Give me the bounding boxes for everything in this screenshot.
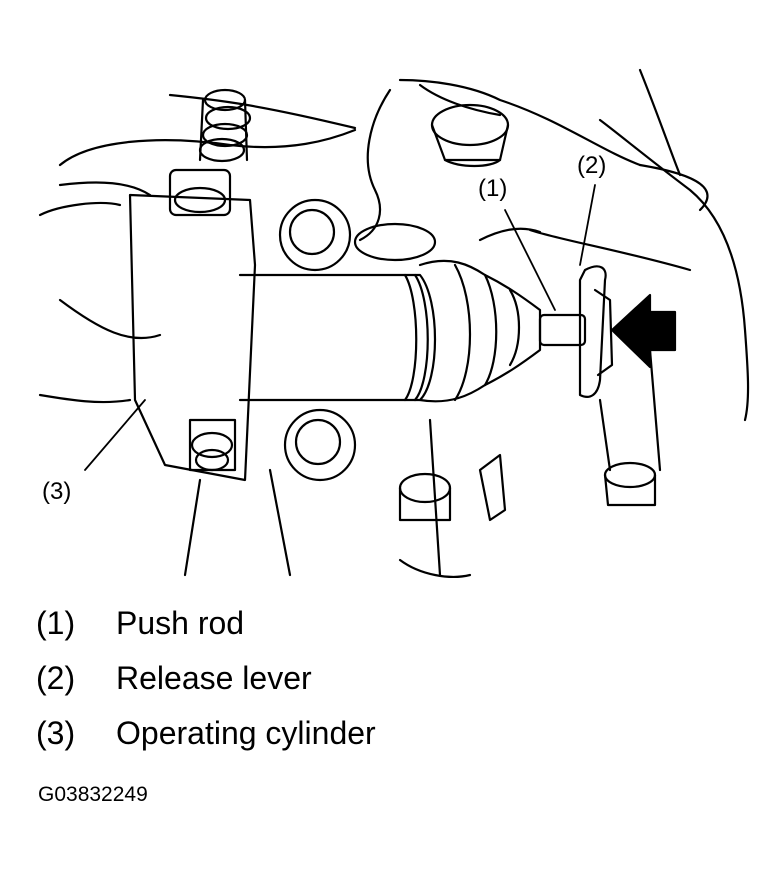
dust-boot xyxy=(353,222,542,403)
lower-bolts xyxy=(398,453,657,522)
operating-cylinder-body[interactable] xyxy=(128,193,437,482)
callout-operating-cylinder: (3) xyxy=(42,478,72,505)
figure-code: G03832249 xyxy=(38,783,148,806)
release-lever[interactable] xyxy=(578,265,614,398)
direction-arrow-icon xyxy=(610,293,677,369)
callout-release-lever: (2) xyxy=(577,152,607,179)
legend-item: (1) Push rod xyxy=(36,605,736,660)
callout-push-rod: (1) xyxy=(478,175,508,202)
legend-label: Operating cylinder xyxy=(116,715,376,751)
legend-number: (3) xyxy=(36,715,76,751)
legend-label: Push rod xyxy=(116,605,245,641)
parts-legend: (1) Push rod (2) Release lever (3) Opera… xyxy=(36,605,736,770)
transmission-housing xyxy=(38,68,750,578)
mounting-bolt-top xyxy=(430,103,510,168)
legend-item: (2) Release lever xyxy=(36,660,736,715)
operating-cylinder-illustration: (1) (2) (3) xyxy=(38,68,750,578)
legend-label: Release lever xyxy=(116,660,312,696)
leader-lines xyxy=(84,184,596,471)
legend-item: (3) Operating cylinder xyxy=(36,715,736,770)
legend-number: (1) xyxy=(36,605,76,641)
legend-number: (2) xyxy=(36,660,76,696)
push-rod[interactable] xyxy=(538,313,587,347)
